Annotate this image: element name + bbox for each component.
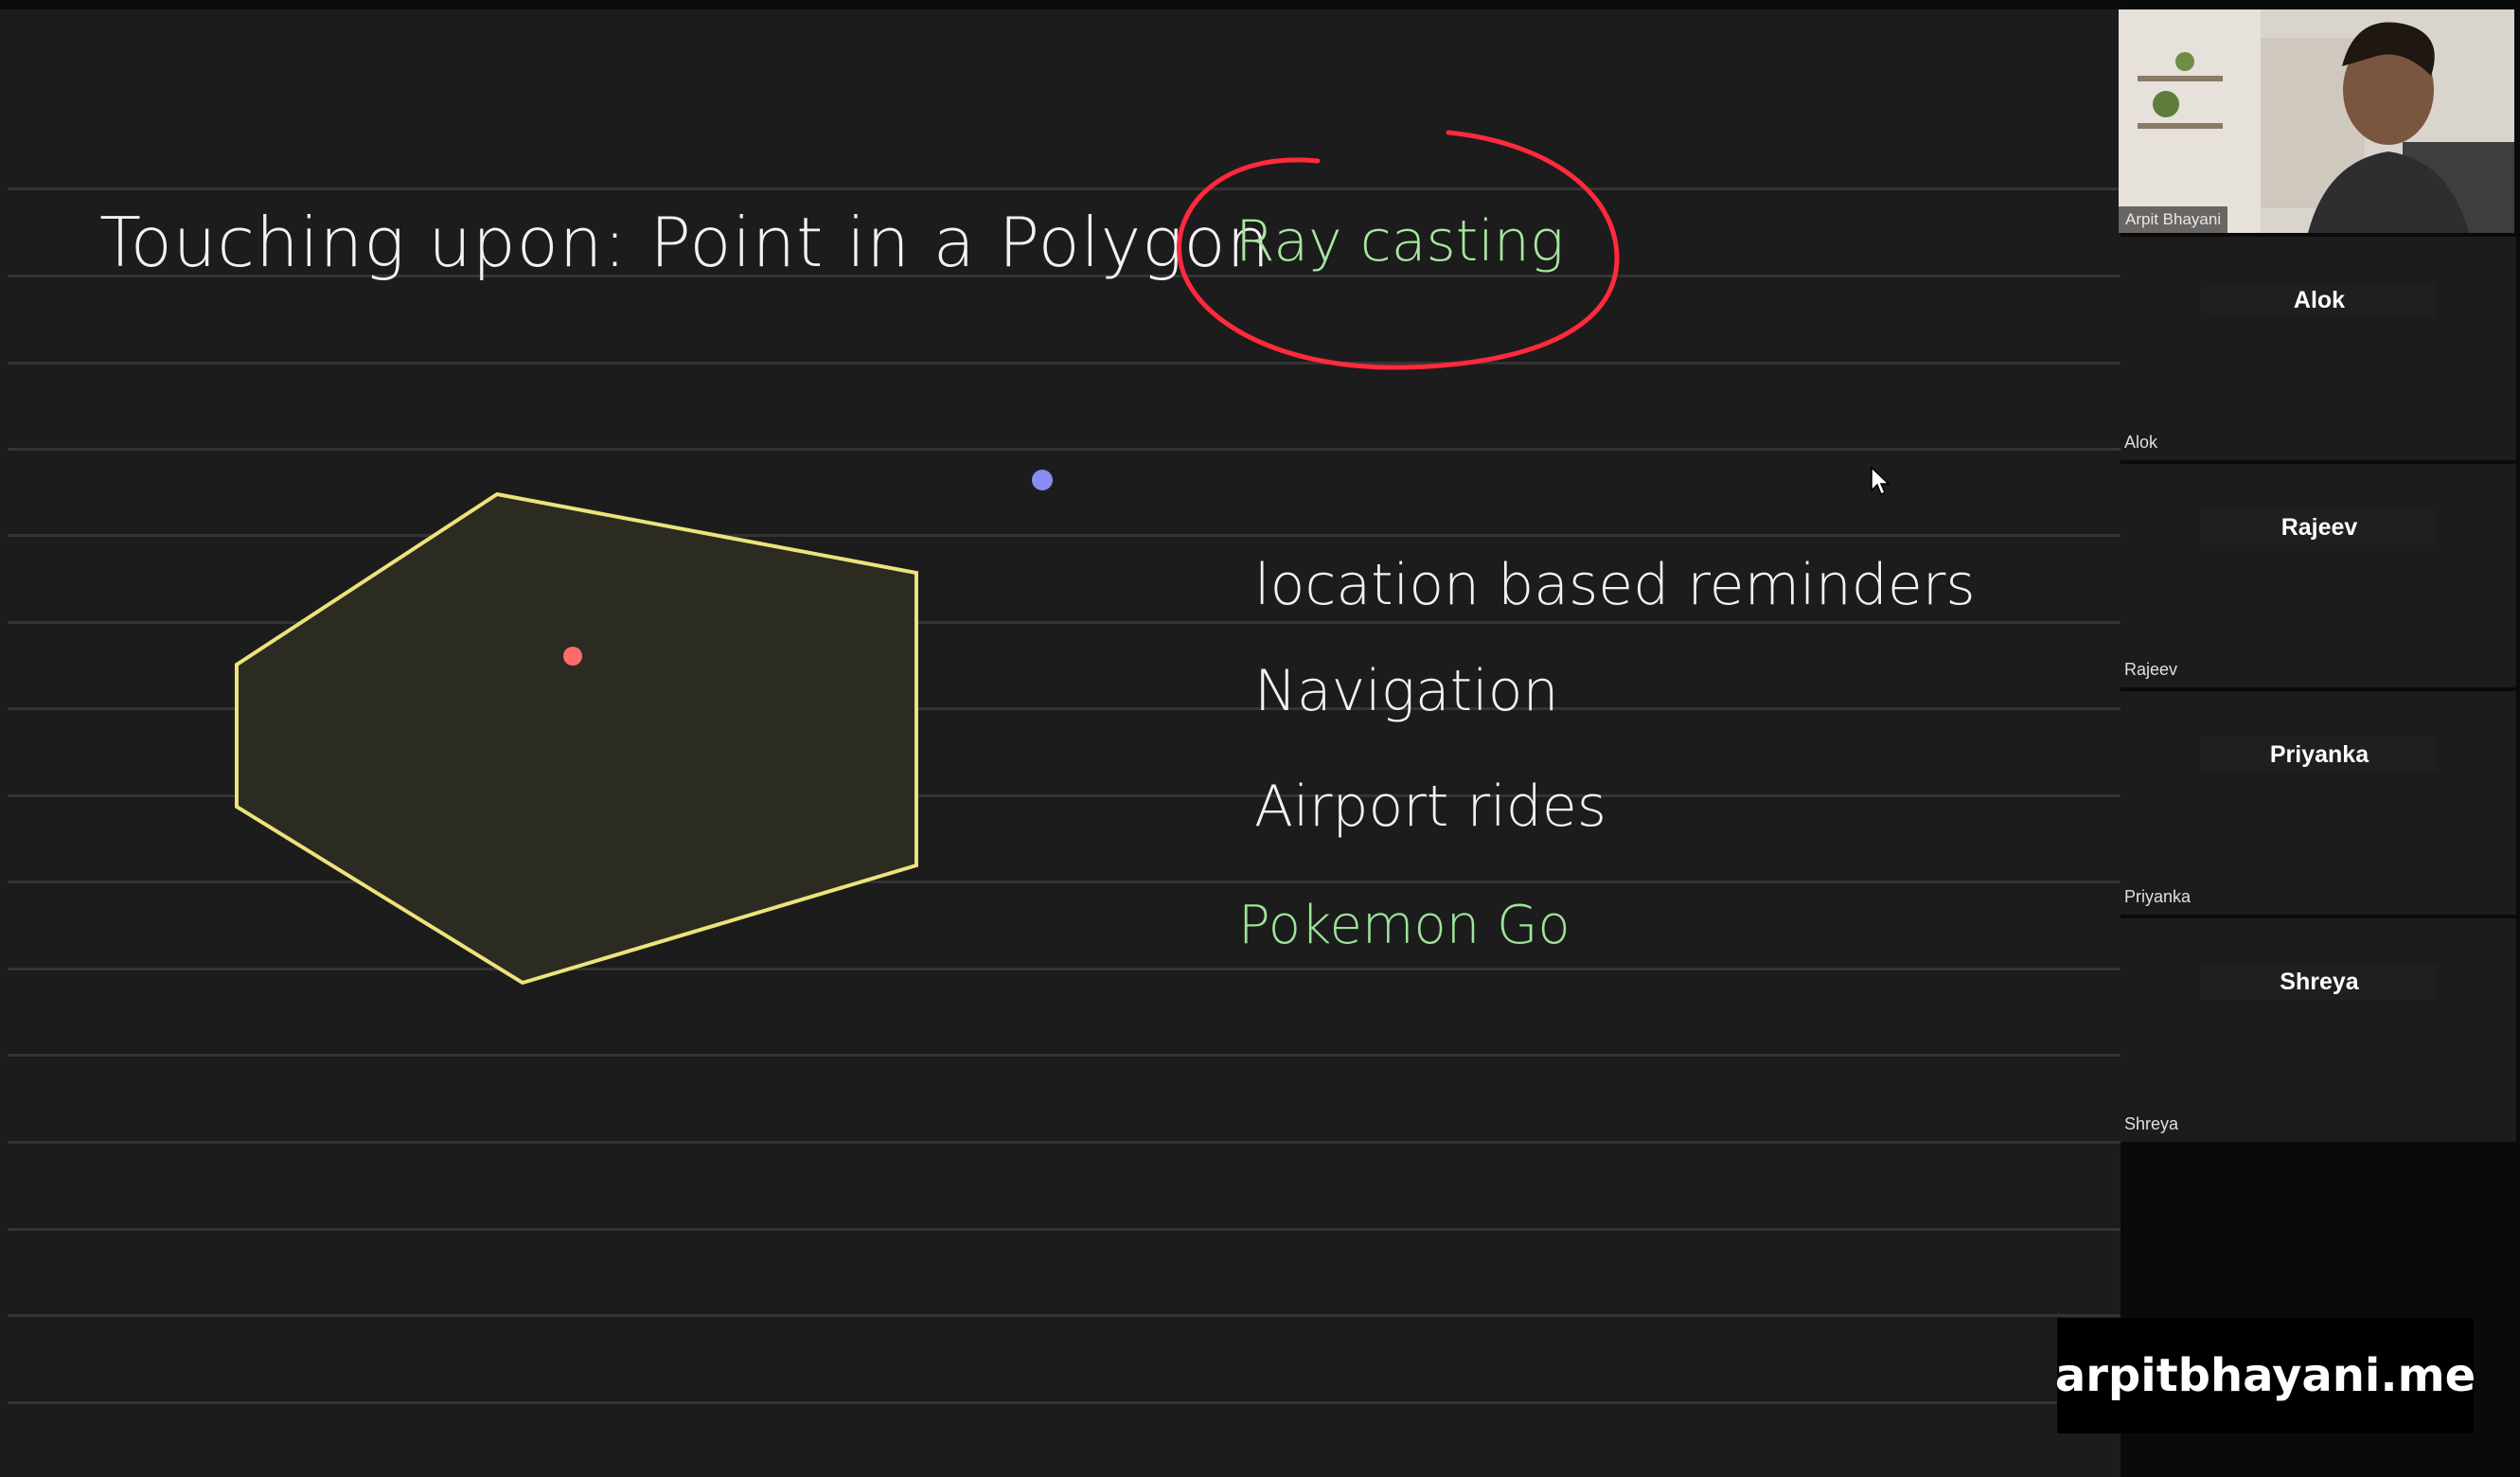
ruled-line xyxy=(8,794,2121,797)
ruled-line xyxy=(8,362,2121,365)
use-case-navigation: Navigation xyxy=(1254,658,1559,724)
outside-point xyxy=(1032,470,1053,490)
participant-corner-name: Shreya xyxy=(2124,1114,2179,1133)
polygon-drawing xyxy=(235,491,918,986)
ruled-line xyxy=(8,448,2121,451)
participant-tile-shreya[interactable]: Shreya Shreya xyxy=(2121,918,2516,1142)
ruled-line xyxy=(8,968,2121,970)
presenter-video-icon xyxy=(2119,9,2514,233)
ruled-line xyxy=(8,1054,2121,1057)
ruled-line xyxy=(8,275,2121,277)
inside-point xyxy=(563,647,582,666)
participant-center-name: Alok xyxy=(2201,282,2438,318)
ruled-line xyxy=(8,1314,2121,1317)
ruled-line xyxy=(8,621,2121,624)
ruled-line xyxy=(8,534,2121,537)
ruled-line xyxy=(8,1141,2121,1144)
participant-center-name: Rajeev xyxy=(2201,509,2438,545)
participant-tile-rajeev[interactable]: Rajeev Rajeev xyxy=(2121,464,2516,693)
presenter-name-label: Arpit Bhayani xyxy=(2119,206,2228,233)
use-case-location-reminders: location based reminders xyxy=(1254,552,1976,618)
participant-tile-priyanka[interactable]: Priyanka Priyanka xyxy=(2121,691,2516,920)
participant-corner-name: Priyanka xyxy=(2124,887,2192,906)
participant-center-name: Priyanka xyxy=(2201,737,2438,773)
presenter-video-tile[interactable]: Arpit Bhayani xyxy=(2119,9,2514,233)
tile-divider xyxy=(2225,915,2516,920)
participant-tile-alok[interactable]: Alok Alok xyxy=(2121,237,2516,466)
participant-center-name: Shreya xyxy=(2201,964,2438,1000)
watermark-url: arpitbhayani.me xyxy=(2055,1318,2476,1433)
ruled-line xyxy=(8,1401,2121,1404)
use-case-airport-rides: Airport rides xyxy=(1254,774,1607,840)
ray-casting-circle xyxy=(1177,130,1620,370)
ruled-line xyxy=(8,187,2121,190)
ruled-line xyxy=(8,1228,2121,1231)
participant-corner-name: Alok xyxy=(2124,433,2158,452)
ruled-line xyxy=(8,707,2121,710)
polygon xyxy=(235,491,918,986)
ray-casting-label: Ray casting xyxy=(1235,208,1564,275)
tile-divider xyxy=(2225,460,2516,466)
whiteboard[interactable]: Touching upon: Point in a Polygon Ray ca… xyxy=(0,0,2121,1477)
ruled-line xyxy=(8,881,2121,883)
mouse-pointer-icon xyxy=(1871,467,1890,496)
circle-stroke xyxy=(1177,130,1620,370)
participant-corner-name: Rajeev xyxy=(2124,660,2178,679)
tile-divider xyxy=(2225,687,2516,693)
whiteboard-title: Touching upon: Point in a Polygon xyxy=(99,203,1271,282)
use-case-pokemon-go: Pokemon Go xyxy=(1238,895,1571,956)
